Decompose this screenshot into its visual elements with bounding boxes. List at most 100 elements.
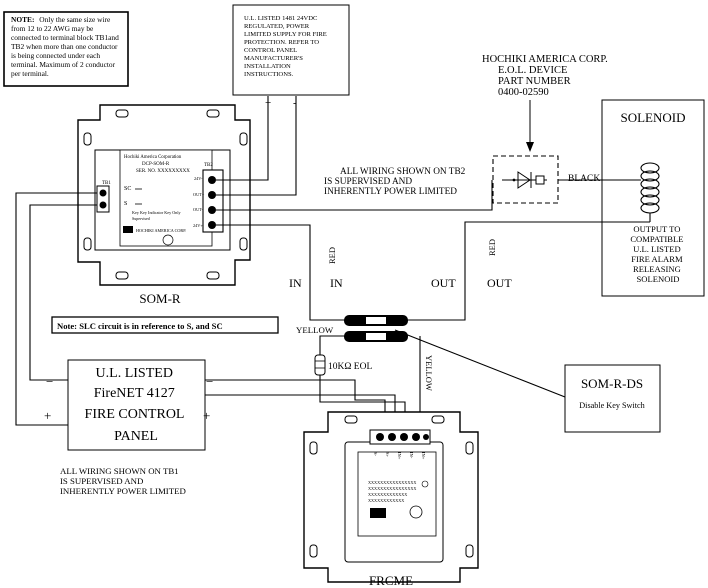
tb2-term-3: 24V+ bbox=[193, 223, 203, 228]
som-r-label: SOM-R bbox=[139, 291, 181, 306]
psu-minus: - bbox=[293, 97, 297, 109]
solenoid-desc-2: U.L. LISTED bbox=[633, 244, 681, 254]
svg-text:HOCHIKI AMERICA CORP. E.: HOCHIKI AMERICA CORP. E.O.L. DEVICE PART… bbox=[482, 54, 610, 98]
psu-line-0: U.L. LISTED 1481 24VDC bbox=[244, 15, 318, 22]
som-r-tiny-1: Key Key Indicator Key Only bbox=[132, 210, 182, 215]
eol-label: 10KΩ EOL bbox=[328, 362, 372, 372]
frcme-logo-icon bbox=[370, 508, 386, 518]
in-label-2: IN bbox=[330, 276, 343, 290]
som-r-module: Hochiki America Corporation DCP-SOM-R SE… bbox=[77, 104, 251, 286]
som-r-ds-subtitle: Disable Key Switch bbox=[579, 401, 645, 410]
frcme-term-2: IN+ bbox=[397, 452, 402, 460]
out-label-1: OUT bbox=[431, 276, 456, 290]
svg-text:OUTPUT TO COMPATIBLE: OUTPUT TO COMPATIBLE U.L. LISTED FIRE AL… bbox=[630, 224, 685, 284]
panel-plus-right: + bbox=[203, 408, 210, 423]
note-line-0: Only the same size wire bbox=[39, 15, 111, 24]
tb2-term-0: 24V- bbox=[194, 176, 203, 181]
som-r-model: DCP-SOM-R bbox=[142, 162, 170, 167]
solenoid-title: SOLENOID bbox=[621, 110, 686, 125]
tb2-note-0: ALL WIRING SHOWN ON TB2 bbox=[340, 167, 466, 177]
som-r-sc: SC bbox=[124, 186, 131, 192]
note-line-1: from 12 to 22 AWG may be bbox=[11, 24, 94, 33]
panel-minus-right: − bbox=[206, 374, 213, 389]
frcme-info-0: XXXXXXXXXXXXXXXX bbox=[368, 480, 416, 485]
solenoid-box: SOLENOID OUTPUT TO COMPATIBLE U.L. LISTE… bbox=[601, 99, 705, 297]
tb2-note-1: IS SUPERVISED AND bbox=[324, 177, 412, 187]
eol-device-icon bbox=[492, 155, 559, 204]
svg-text:U.L. LISTED 1481 24VDC R: U.L. LISTED 1481 24VDC REGULATED, POWER … bbox=[244, 15, 328, 78]
panel-plus-left: + bbox=[44, 408, 51, 423]
tb2-note-2: INHERENTLY POWER LIMITED bbox=[324, 187, 457, 197]
som-r-logo: HOCHIKI AMERICA CORP. bbox=[136, 228, 186, 233]
solenoid-desc-0: OUTPUT TO bbox=[633, 224, 680, 234]
wire-yellow-label-2: YELLOW bbox=[424, 355, 434, 391]
hochiki-line-2: PART NUMBER bbox=[498, 76, 571, 87]
tb2-term-2: OUT- bbox=[193, 207, 203, 212]
som-r-s: S bbox=[124, 201, 127, 207]
som-r-ds-title: SOM-R-DS bbox=[581, 376, 643, 391]
psu-line-7: INSTRUCTIONS. bbox=[244, 71, 294, 78]
frcme-ul-mark-icon bbox=[409, 505, 423, 519]
out-label-2: OUT bbox=[487, 276, 512, 290]
wire-yellow-label-1: YELLOW bbox=[296, 325, 334, 335]
ul-mark-icon bbox=[162, 234, 174, 246]
tb2-term-1: OUT+ bbox=[193, 192, 205, 197]
in-label-1: IN bbox=[289, 276, 302, 290]
panel-minus-left: − bbox=[46, 374, 53, 389]
note-line-5: terminal. Maximum of 2 conductor bbox=[11, 60, 116, 69]
frcme-module: S- S+ IN+ IN- IN+ XXXXXXXXXXXXXXXX XXXXX… bbox=[303, 411, 479, 583]
solenoid-desc-5: SOLENOID bbox=[637, 274, 680, 284]
psu-line-4: CONTROL PANEL bbox=[244, 47, 297, 54]
fire-control-panel: U.L. LISTED FireNET 4127 FIRE CONTROL PA… bbox=[67, 359, 206, 451]
note-line-6: per terminal. bbox=[11, 69, 49, 78]
frcme-term-4: IN+ bbox=[421, 452, 426, 460]
hochiki-line-0: HOCHIKI AMERICA CORP. bbox=[482, 54, 608, 65]
splice-connectors-icon bbox=[344, 315, 408, 342]
solenoid-desc-1: COMPATIBLE bbox=[630, 234, 683, 244]
note-bold: NOTE: bbox=[11, 15, 34, 24]
note-box: NOTE: Only the same size wire from 12 to… bbox=[3, 11, 129, 87]
slc-note: Note: SLC circuit is in reference to S, … bbox=[57, 321, 223, 331]
psu-line-2: LIMITED SUPPLY FOR FIRE bbox=[244, 31, 327, 38]
svg-text:NOTE: Only the same size: NOTE: Only the same size wire from 12 to… bbox=[11, 15, 121, 78]
wire-red-label-1: RED bbox=[327, 247, 337, 264]
panel-line-0: U.L. LISTED bbox=[96, 366, 173, 381]
panel-line-2: FIRE CONTROL bbox=[85, 407, 184, 422]
hochiki-line-3: 0400-02590 bbox=[498, 87, 549, 98]
solenoid-desc-4: RELEASING bbox=[633, 264, 681, 274]
som-r-tiny-2: Supervised bbox=[132, 216, 150, 221]
frcme-term-3: IN- bbox=[409, 452, 414, 459]
solenoid-desc-3: FIRE ALARM bbox=[631, 254, 683, 264]
psu-line-3: PROTECTION. REFER TO bbox=[244, 39, 319, 46]
solenoid-coil-icon bbox=[640, 162, 660, 222]
som-r-tb2: TB2 bbox=[204, 163, 213, 168]
tb1-note-2: INHERENTLY POWER LIMITED bbox=[60, 486, 186, 496]
note-line-2: connected to terminal block TB1and bbox=[11, 33, 119, 42]
som-r-maker: Hochiki America Corporation bbox=[124, 155, 182, 160]
frcme-term-0: S- bbox=[373, 452, 378, 457]
svg-text:U.L. LISTED FireNET 4127: U.L. LISTED FireNET 4127 FIRE CONTROL PA… bbox=[85, 366, 188, 444]
slc-note-box: Note: SLC circuit is in reference to S, … bbox=[51, 316, 279, 334]
som-r-tb1: TB1 bbox=[102, 181, 111, 186]
eol-resistor-icon bbox=[314, 354, 326, 376]
tb2-note: ALL WIRING SHOWN ON TB2 IS SUPERVISED AN… bbox=[324, 167, 468, 197]
psu-line-6: INSTALLATION bbox=[244, 63, 291, 70]
power-supply-box: U.L. LISTED 1481 24VDC REGULATED, POWER … bbox=[232, 4, 350, 109]
hochiki-line-1: E.O.L. DEVICE bbox=[498, 65, 567, 76]
frcme-term-1: S+ bbox=[385, 452, 390, 458]
panel-line-3: PANEL bbox=[114, 429, 158, 444]
frcme-info-1: XXXXXXXXXXXXXXXX bbox=[368, 486, 416, 491]
note-line-4: is being connected under each bbox=[11, 51, 100, 60]
frcme-info-3: XXXXXXXXXXXX bbox=[368, 498, 404, 503]
tb1-note-1: IS SUPERVISED AND bbox=[60, 476, 143, 486]
note-line-3: TB2 when more than one conductor bbox=[11, 42, 118, 51]
tb1-note-0: ALL WIRING SHOWN ON TB1 bbox=[60, 466, 179, 476]
frcme-label: FRCME bbox=[369, 573, 413, 588]
panel-line-1: FireNET 4127 bbox=[94, 386, 175, 401]
psu-line-5: MANUFACTURER'S bbox=[244, 55, 303, 62]
wire-red-label-2: RED bbox=[487, 239, 497, 256]
psu-line-1: REGULATED, POWER bbox=[244, 23, 310, 30]
som-r-serial: SER. NO. XXXXXXXXX bbox=[136, 169, 190, 174]
